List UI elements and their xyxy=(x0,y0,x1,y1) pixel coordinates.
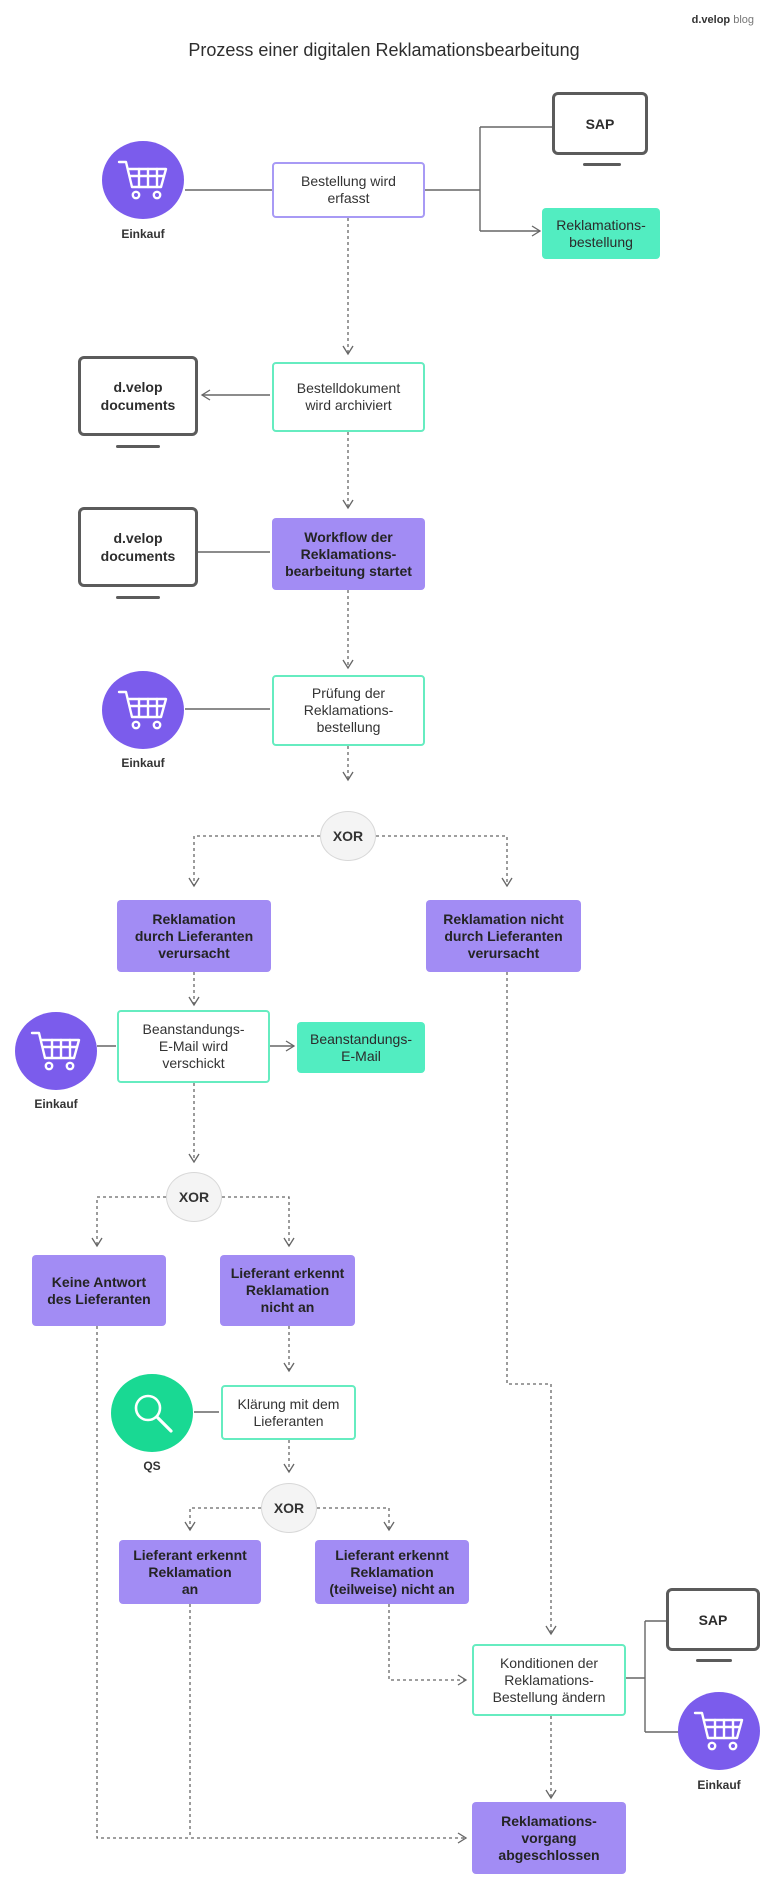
step-bestellung-erfasst: Bestellung wird erfasst xyxy=(272,162,425,218)
sap-label: SAP xyxy=(552,92,648,155)
role-label-einkauf: Einkauf xyxy=(121,756,165,770)
flow-xor1-right xyxy=(376,835,513,888)
step-workflow-startet: Workflow der Reklamations- bearbeitung s… xyxy=(272,518,425,590)
dvelop-documents-system-1: d.velop documents xyxy=(78,356,198,450)
role-label-einkauf: Einkauf xyxy=(697,1778,741,1792)
flow-xor1-left xyxy=(188,835,320,888)
sap-system-bottom: SAP xyxy=(666,1588,760,1664)
step-konditionen-aendern: Konditionen der Reklamations- Bestellung… xyxy=(472,1644,626,1716)
step-bestelldokument-archiviert: Bestelldokument wird archiviert xyxy=(272,362,425,432)
step-klaerung-mit-lieferanten: Klärung mit dem Lieferanten xyxy=(221,1385,356,1440)
step-reklamationsvorgang-abgeschlossen: Reklamations- vorgang abgeschlossen xyxy=(472,1802,626,1874)
flow-xor3-left xyxy=(184,1507,261,1532)
step-lieferant-erkennt-nicht-an: Lieferant erkennt Reklamation nicht an xyxy=(220,1255,355,1326)
step-nicht-durch-lieferanten: Reklamation nicht durch Lieferanten veru… xyxy=(426,900,581,972)
flow-keine-antwort-abgeschlossen xyxy=(96,1326,468,1844)
cart-icon xyxy=(678,1692,760,1770)
cart-icon xyxy=(15,1012,97,1090)
xor-gateway-3: XOR xyxy=(261,1483,317,1533)
cart-icon xyxy=(102,141,184,219)
magnifier-icon xyxy=(111,1374,193,1452)
xor-gateway-1: XOR xyxy=(320,811,376,861)
flow-xor3-right xyxy=(317,1507,395,1532)
flow-xor2-right xyxy=(222,1196,295,1248)
step-lieferant-erkennt-teilweise-nicht-an: Lieferant erkennt Reklamation (teilweise… xyxy=(315,1540,469,1604)
role-label-einkauf: Einkauf xyxy=(34,1097,78,1111)
step-durch-lieferanten: Reklamation durch Lieferanten verursacht xyxy=(117,900,271,972)
brand-logo: d.velop blog xyxy=(691,14,754,26)
flow-teilweise-konditionen xyxy=(388,1604,468,1686)
step-beanstandungs-mail-verschickt: Beanstandungs- E-Mail wird verschickt xyxy=(117,1010,270,1083)
cart-icon xyxy=(102,671,184,749)
flow-nichtdurch-konditionen xyxy=(506,972,557,1636)
step-keine-antwort: Keine Antwort des Lieferanten xyxy=(32,1255,166,1326)
step-pruefung: Prüfung der Reklamations- bestellung xyxy=(272,675,425,746)
xor-gateway-2: XOR xyxy=(166,1172,222,1222)
sap-system-top: SAP xyxy=(552,92,648,168)
sap-label: SAP xyxy=(666,1588,760,1651)
flow-xor2-left xyxy=(91,1196,166,1248)
dvelop-documents-system-2: d.velop documents xyxy=(78,507,198,601)
role-label-einkauf: Einkauf xyxy=(121,227,165,241)
document-reklamations-bestellung: Reklamations- bestellung xyxy=(542,208,660,259)
role-label-qs: QS xyxy=(143,1459,161,1473)
step-lieferant-erkennt-an: Lieferant erkennt Reklamation an xyxy=(119,1540,261,1604)
document-beanstandungs-email: Beanstandungs- E-Mail xyxy=(297,1022,425,1073)
dvelop-label: d.velop documents xyxy=(78,507,198,587)
diagram-title: Prozess einer digitalen Reklamationsbear… xyxy=(188,40,580,60)
dvelop-label: d.velop documents xyxy=(78,356,198,436)
